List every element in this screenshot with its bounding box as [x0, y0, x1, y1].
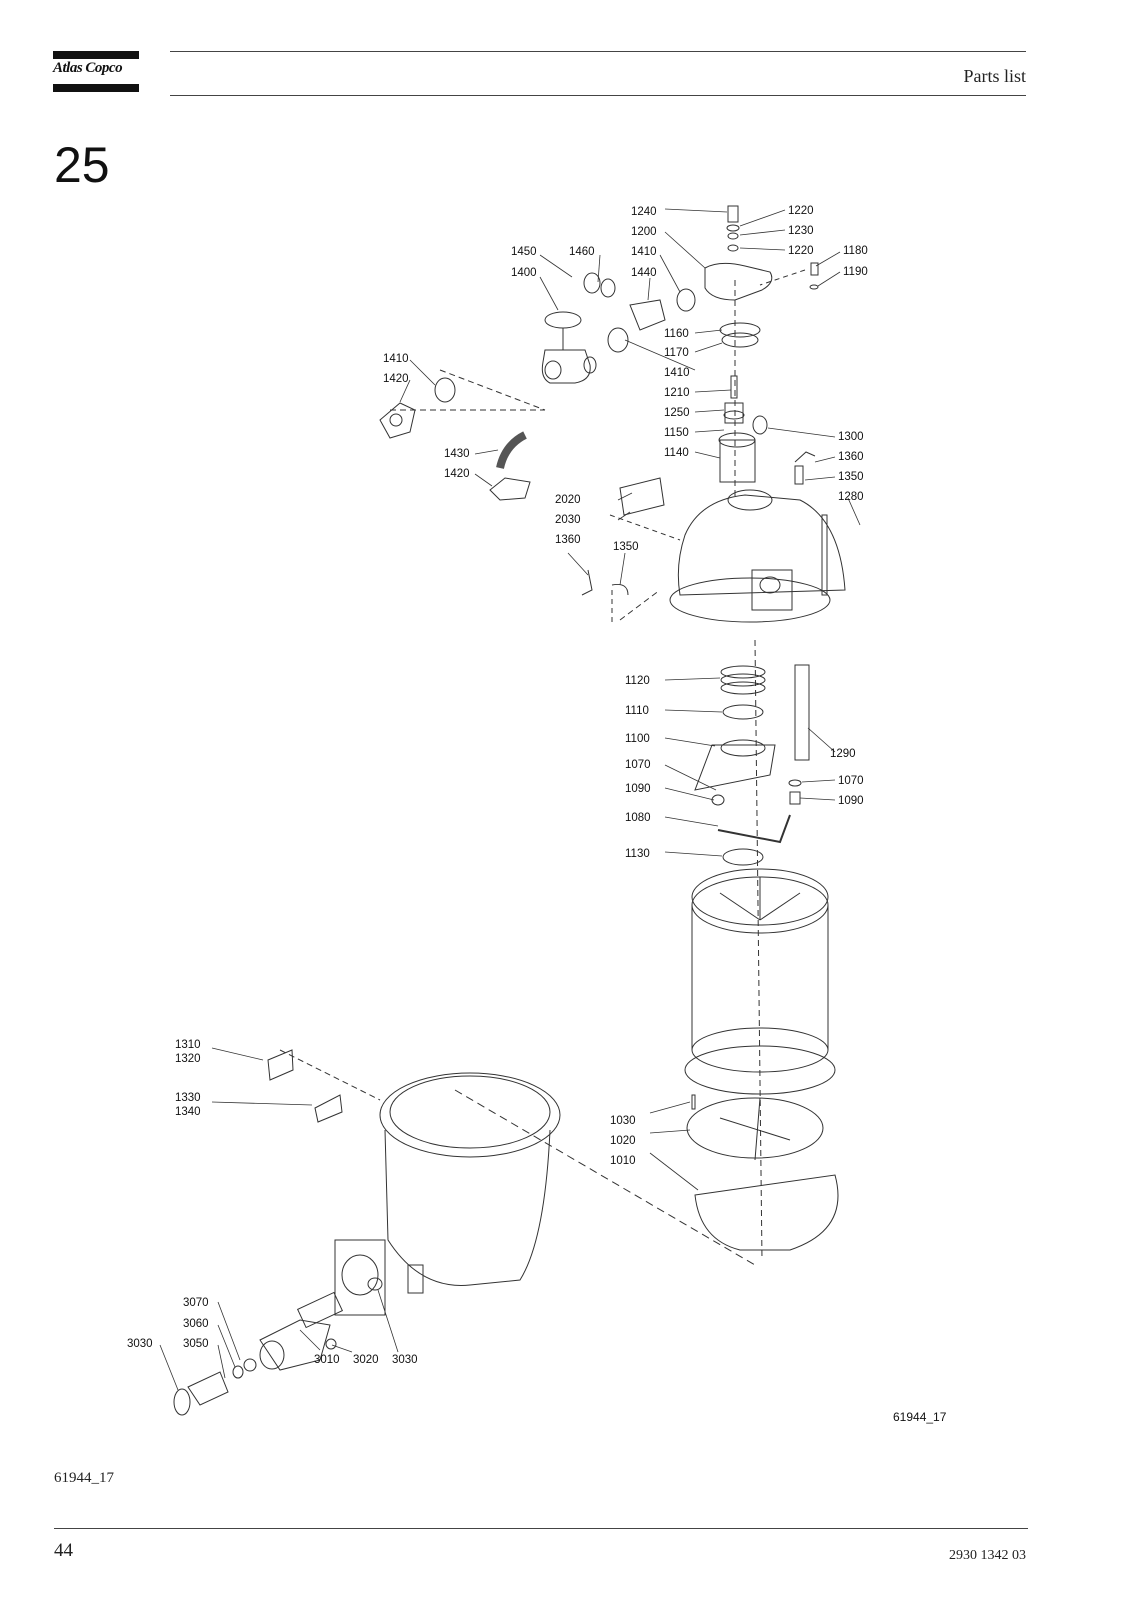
callout-3030: 3030 — [392, 1354, 418, 1366]
callout-1170: 1170 — [664, 347, 689, 359]
figure-id-label: 61944_17 — [893, 1410, 947, 1424]
callout-1020: 1020 — [610, 1135, 636, 1147]
callout-1120: 1120 — [625, 675, 650, 687]
callout-2030: 2030 — [555, 514, 581, 526]
callout-1080: 1080 — [625, 812, 651, 824]
callout-1190: 1190 — [843, 266, 868, 278]
callout-1410: 1410 — [383, 353, 409, 365]
callout-1350: 1350 — [838, 471, 864, 483]
callout-1310: 1310 — [175, 1039, 201, 1051]
callout-1220: 1220 — [788, 245, 814, 257]
callout-1110: 1110 — [625, 705, 649, 717]
callout-1180: 1180 — [843, 245, 868, 257]
callout-3030: 3030 — [127, 1338, 153, 1350]
callout-1220: 1220 — [788, 205, 814, 217]
callout-1340: 1340 — [175, 1106, 201, 1118]
callout-1300: 1300 — [838, 431, 864, 443]
callout-1410: 1410 — [631, 246, 657, 258]
figure-reference: 61944_17 — [54, 1470, 114, 1486]
callout-3050: 3050 — [183, 1338, 209, 1350]
callout-1070: 1070 — [838, 775, 864, 787]
callout-3010: 3010 — [314, 1354, 340, 1366]
callout-1420: 1420 — [444, 468, 470, 480]
callout-1230: 1230 — [788, 225, 814, 237]
callout-1240: 1240 — [631, 206, 657, 218]
callout-1210: 1210 — [664, 387, 690, 399]
callout-3070: 3070 — [183, 1297, 209, 1309]
callout-1410: 1410 — [664, 367, 690, 379]
callout-3060: 3060 — [183, 1318, 209, 1330]
section-title: Parts list — [963, 66, 1026, 86]
callout-1290: 1290 — [830, 748, 856, 760]
callout-1430: 1430 — [444, 448, 470, 460]
callout-1350: 1350 — [613, 541, 639, 553]
callout-1130: 1130 — [625, 848, 650, 860]
callout-1360: 1360 — [838, 451, 864, 463]
callout-1420: 1420 — [383, 373, 409, 385]
callout-2020: 2020 — [555, 494, 581, 506]
callout-1200: 1200 — [631, 226, 657, 238]
callout-3020: 3020 — [353, 1354, 379, 1366]
header-bottom-rule — [170, 95, 1026, 96]
callout-1440: 1440 — [631, 267, 657, 279]
footer-rule — [54, 1528, 1028, 1529]
callout-1090: 1090 — [838, 795, 864, 807]
callout-1090: 1090 — [625, 783, 651, 795]
callout-1250: 1250 — [664, 407, 690, 419]
logo-bottom-bar — [53, 84, 139, 92]
page-number: 44 — [54, 1540, 73, 1561]
callout-1150: 1150 — [664, 427, 689, 439]
logo-top-bar — [53, 51, 139, 59]
callout-1100: 1100 — [625, 733, 650, 745]
callout-1330: 1330 — [175, 1092, 201, 1104]
chapter-number: 25 — [54, 137, 110, 193]
callout-1280: 1280 — [838, 491, 864, 503]
document-number: 2930 1342 03 — [949, 1548, 1026, 1563]
brand-logo: Atlas Copco — [53, 60, 123, 76]
callout-1030: 1030 — [610, 1115, 636, 1127]
callout-1460: 1460 — [569, 246, 595, 258]
callout-1140: 1140 — [664, 447, 689, 459]
header-top-rule — [170, 51, 1026, 52]
callout-1070: 1070 — [625, 759, 651, 771]
callout-1400: 1400 — [511, 267, 537, 279]
callout-1160: 1160 — [664, 328, 689, 340]
callout-1450: 1450 — [511, 246, 537, 258]
callout-1320: 1320 — [175, 1053, 201, 1065]
callout-1010: 1010 — [610, 1155, 636, 1167]
callout-1360: 1360 — [555, 534, 581, 546]
